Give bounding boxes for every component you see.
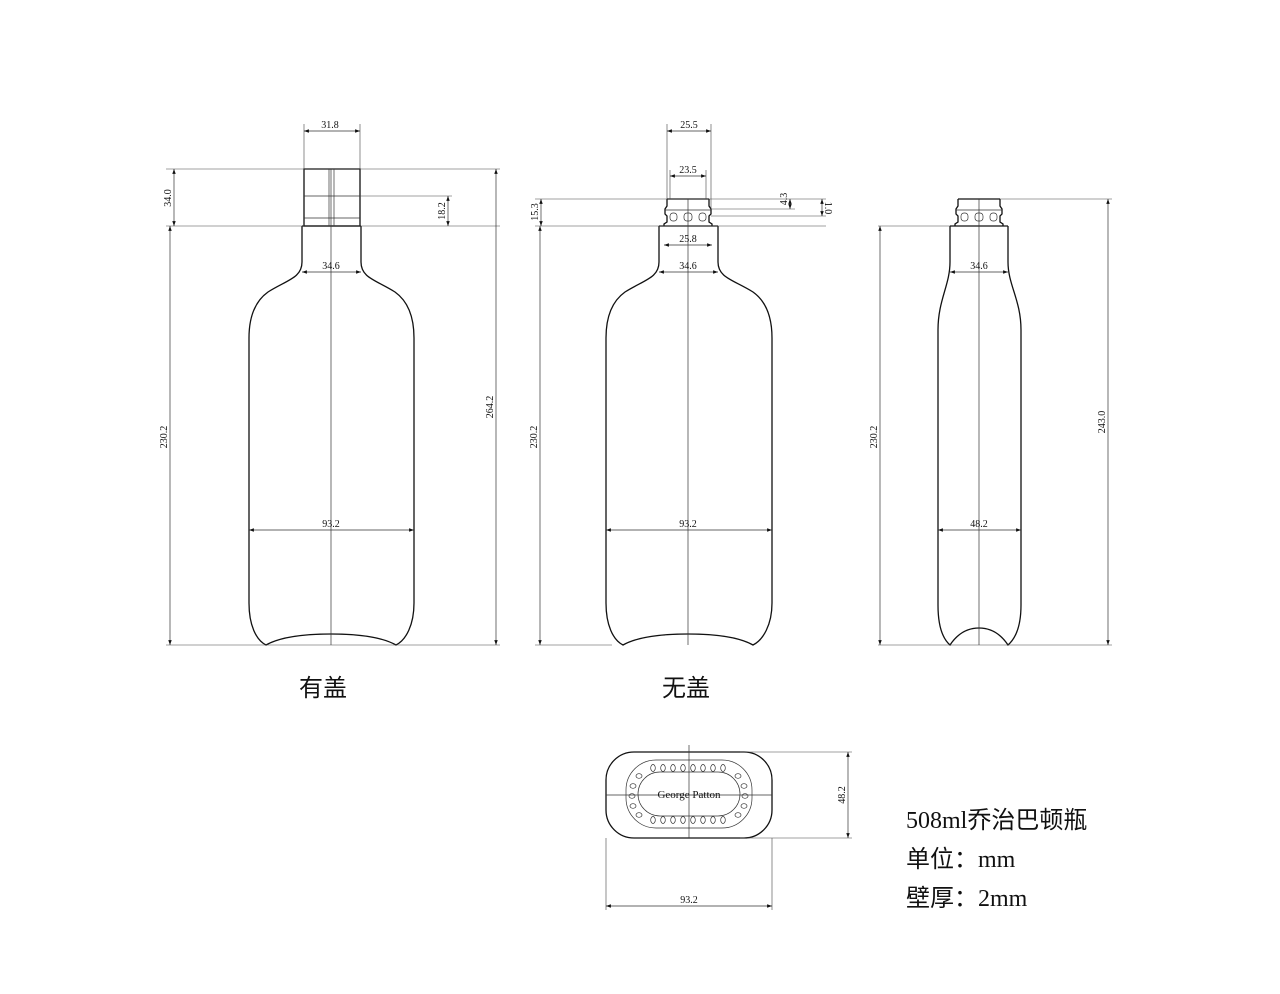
dim-label: 1.0 [822, 202, 833, 215]
uncapped-view: 25.5 23.5 4.3 1.0 15.3 25.8 34.6 230.2 9… [529, 120, 833, 702]
spec-block: 508ml乔治巴顿瓶 单位：mm 壁厚：2mm [906, 807, 1087, 912]
emboss-dot [650, 764, 656, 772]
bottom-view: George Patton 48.2 93.2 [605, 745, 852, 910]
dim-label: 18.2 [437, 202, 448, 220]
emboss-dot [700, 764, 706, 772]
dim-label: 230.2 [529, 426, 540, 449]
emboss-dot [650, 816, 656, 824]
emboss-dot [740, 803, 748, 809]
capped-view: 31.8 34.0 18.2 34.6 230.2 264.2 93.2 有盖 [159, 120, 500, 702]
bottom-dots-bottom [650, 816, 726, 824]
emboss-dot [720, 816, 726, 824]
dim-label: 48.2 [837, 786, 848, 804]
capped-cap-outline [303, 168, 361, 227]
uncapped-thread [669, 212, 678, 222]
dim-label: 31.8 [321, 120, 339, 131]
uncapped-bottle-outline [605, 226, 773, 646]
emboss-dot [740, 783, 748, 789]
emboss-dot [680, 764, 686, 772]
emboss-dot [710, 764, 716, 772]
emboss-dot [635, 812, 643, 818]
dim-label: 25.8 [679, 234, 697, 245]
bottom-dots-top [650, 764, 726, 772]
dim-label: 230.2 [159, 426, 170, 449]
emboss-dot [690, 764, 696, 772]
emboss-dot [660, 816, 666, 824]
dim-label: 34.6 [970, 261, 988, 272]
emboss-dot [690, 816, 696, 824]
emboss-dot [700, 816, 706, 824]
uncapped-caption: 无盖 [662, 674, 710, 702]
spec-wall: 壁厚：2mm [906, 885, 1028, 912]
dim-label: 264.2 [485, 396, 496, 419]
emboss-dot [628, 793, 636, 799]
dim-label: 15.3 [530, 203, 541, 221]
dim-label: 48.2 [970, 519, 988, 530]
emboss-dot [670, 764, 676, 772]
emboss-dot [660, 764, 666, 772]
emboss-dot [635, 773, 643, 779]
dim-label: 93.2 [322, 519, 340, 530]
emboss-dot [710, 816, 716, 824]
spec-name: 508ml乔治巴顿瓶 [906, 807, 1087, 834]
side-thread [960, 212, 969, 222]
dim-label: 4.3 [779, 193, 790, 206]
capped-caption: 有盖 [299, 674, 347, 702]
dim-label: 23.5 [679, 165, 697, 176]
emboss-dot [734, 812, 742, 818]
dim-label: 243.0 [1097, 411, 1108, 434]
capped-bottle-outline [248, 226, 415, 646]
emboss-dot [680, 816, 686, 824]
emboss-dot [720, 764, 726, 772]
bottom-dots-sides [628, 773, 749, 818]
side-bottle-outline [937, 226, 1022, 646]
emboss-dot [734, 773, 742, 779]
side-view: 34.6 230.2 243.0 48.2 [869, 198, 1112, 646]
emboss-dot [670, 816, 676, 824]
dim-label: 230.2 [869, 426, 880, 449]
emboss-dot [629, 783, 637, 789]
dim-label: 34.6 [322, 261, 340, 272]
spec-unit: 单位：mm [906, 846, 1016, 873]
dim-label: 25.5 [680, 120, 698, 131]
dim-label: 34.6 [679, 261, 697, 272]
dim-label: 93.2 [680, 895, 698, 906]
uncapped-thread [698, 212, 707, 222]
emboss-dot [629, 803, 637, 809]
bottom-emboss-text: George Patton [657, 789, 721, 801]
emboss-dot [741, 793, 749, 799]
dim-label: 34.0 [163, 189, 174, 207]
side-thread [989, 212, 998, 222]
dim-label: 93.2 [679, 519, 697, 530]
